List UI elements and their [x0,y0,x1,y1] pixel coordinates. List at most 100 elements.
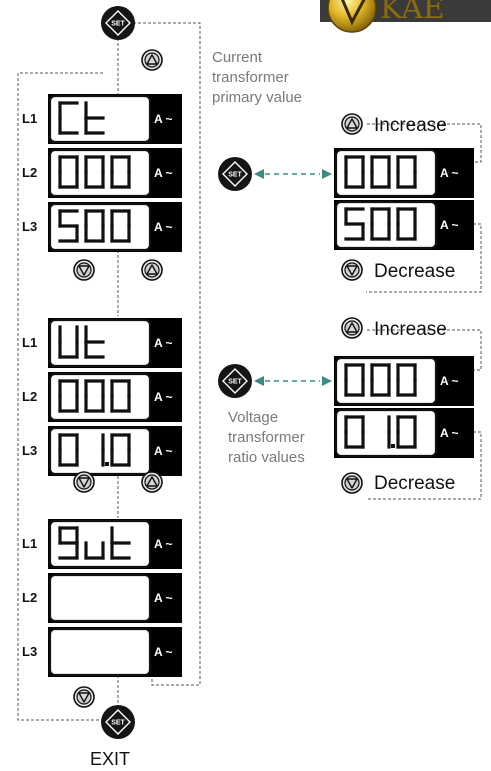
vt-edit-lower-char-2 [396,415,417,449]
ct-screen-line-l1-char-1 [84,101,105,135]
ct-screen-label-l2: L2 [22,165,37,180]
vt-edit-upper-char-1 [370,363,391,397]
vt-screen-label-l2: L2 [22,389,37,404]
vt-screen-line-l2-unit: A ~ [154,390,173,404]
edit-panels: A ~ A ~ A ~ A ~ [334,148,474,458]
ct-screen-line-l3-unit: A ~ [154,220,173,234]
ct-screen-label-l3: L3 [22,219,37,234]
ct-edit-upper-unit: A ~ [440,166,459,180]
vt-screen-line-l2: A ~ [48,372,182,422]
up-arrow-ct-button[interactable] [141,259,163,281]
vt-edit: A ~ A ~ [334,356,474,458]
down-arrow-quit-button[interactable] [73,686,95,708]
ct-edit-lower-char-1 [370,207,391,241]
set-button-top-label: SET [111,21,125,28]
vt-screen-line-l2-char-1 [84,379,105,413]
ct-screen-line-l3-char-0 [58,209,79,243]
ct-screen-line-l1: A ~ [48,94,182,144]
vt-increase-button[interactable] [341,317,363,339]
quit-screen-line-l2-unit: A ~ [154,591,173,605]
ct-screen-line-l3-char-2 [110,209,131,243]
vt-screen-line-l3-char-2 [110,433,131,467]
quit-screen-line-l1-char-0 [58,526,79,560]
exit-set-button[interactable]: SET [101,705,135,739]
ct-set-button-label: SET [228,172,242,179]
vt-screen-line-l3-char-0 [58,433,79,467]
brand-text: KAE [380,0,445,26]
ct-edit-lower-unit: A ~ [440,218,459,232]
vt-decrease-label: Decrease [374,473,455,494]
quit-screen-line-l1-char-2 [110,526,131,560]
ct-screen-line-l3-char-1 [84,209,105,243]
vt-edit-upper: A ~ [334,356,474,406]
flow-lines [17,22,482,721]
vt-screen: L1 A ~ L2 A ~ L3 A ~ [22,318,182,476]
vt-note-line-1: Voltage [228,409,278,426]
vt-edit-upper-char-0 [344,363,365,397]
vt-set-button[interactable]: SET [218,364,252,398]
down-arrow-vt-button[interactable] [73,471,95,493]
ct-screen-line-l1-unit: A ~ [154,112,173,126]
ct-screen-line-l1-char-0 [58,101,79,135]
ct-note-line-1: Current [212,49,263,66]
ct-edit-upper-char-1 [370,155,391,189]
quit-screen-line-l1: A ~ [48,519,182,569]
exit-label: EXIT [90,749,130,769]
vt-screen-line-l1-char-0 [58,325,79,359]
vt-screen-line-l1: A ~ [48,318,182,368]
ct-screen-line-l2: A ~ [48,148,182,198]
ct-increase-button[interactable] [341,113,363,135]
quit-screen-line-l2: A ~ [48,573,182,623]
up-arrow-top-button[interactable] [141,49,163,71]
vt-note-line-3: ratio values [228,449,305,466]
ct-screen: L1 A ~ L2 A ~ L3 A ~ [22,94,182,252]
vt-edit-upper-unit: A ~ [440,374,459,388]
ct-edit-lower-char-0 [344,207,365,241]
ct-note-line-2: transformer [212,69,289,86]
vt-screen-line-l3: A ~ [48,426,182,476]
quit-screen-line-l1-unit: A ~ [154,537,173,551]
vt-increase-label: Increase [374,319,447,340]
exit-set-button-label: SET [111,720,125,727]
ct-edit-upper-char-2 [396,155,417,189]
vt-screen-line-l1-char-1 [84,325,105,359]
set-button-top[interactable]: SET [101,6,135,40]
ct-screen-line-l2-unit: A ~ [154,166,173,180]
vt-screen-line-l2-char-2 [110,379,131,413]
vt-edit-upper-char-2 [396,363,417,397]
quit-screen-label-l2: L2 [22,590,37,605]
vt-screen-label-l3: L3 [22,443,37,458]
ct-screen-line-l3: A ~ [48,202,182,252]
vt-edit-lower-char-1 [387,415,395,449]
vt-edit-lower-unit: A ~ [440,426,459,440]
ct-edit-upper-char-0 [344,155,365,189]
vt-screen-line-l1-unit: A ~ [154,336,173,350]
quit-screen-line-l3-unit: A ~ [154,645,173,659]
ct-edit-lower-char-2 [396,207,417,241]
ct-screen-line-l2-char-0 [58,155,79,189]
vt-decrease-button[interactable] [341,472,363,494]
ct-edit-upper: A ~ [334,148,474,198]
vt-note-line-2: transformer [228,429,305,446]
vt-screen-line-l3-unit: A ~ [154,444,173,458]
ct-screen-label-l1: L1 [22,111,37,126]
ct-decrease-button[interactable] [341,259,363,281]
quit-screen-line-l3: A ~ [48,627,182,677]
vt-screen-label-l1: L1 [22,335,37,350]
ct-screen-line-l2-char-1 [84,155,105,189]
ct-set-button[interactable]: SET [218,157,252,191]
keypad-buttons: SET SET SET SET [73,6,363,739]
ct-screen-line-l2-char-2 [110,155,131,189]
vt-screen-line-l2-char-0 [58,379,79,413]
quit-screen-label-l3: L3 [22,644,37,659]
ct-edit-lower: A ~ [334,200,474,250]
vt-edit-lower-char-0 [344,415,365,449]
down-arrow-ct-button[interactable] [73,259,95,281]
quit-screen-line-l1-char-1 [84,541,105,560]
ct-note-line-3: primary value [212,89,302,106]
up-arrow-vt-button[interactable] [141,471,163,493]
vt-set-button-label: SET [228,379,242,386]
